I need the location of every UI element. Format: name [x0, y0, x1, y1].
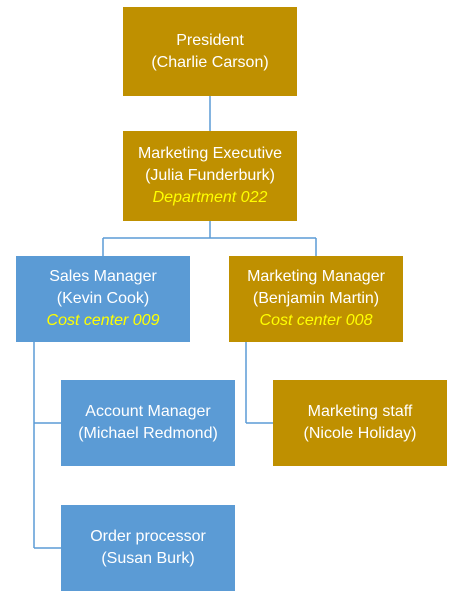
node-title: Marketing Manager [247, 268, 385, 285]
node-marketing-manager: Marketing Manager (Benjamin Martin) Cost… [229, 256, 403, 342]
node-person: (Kevin Cook) [56, 290, 150, 307]
node-order-processor: Order processor (Susan Burk) [61, 505, 235, 591]
node-person: (Charlie Carson) [151, 53, 269, 71]
node-unit: Cost center 009 [46, 312, 160, 329]
node-title: Sales Manager [49, 268, 157, 285]
node-person: (Julia Funderburk) [145, 167, 275, 184]
node-unit: Department 022 [152, 189, 268, 206]
node-title: President [176, 31, 244, 49]
node-unit: Cost center 008 [259, 312, 373, 329]
node-marketing-staff: Marketing staff (Nicole Holiday) [273, 380, 447, 466]
node-person: (Nicole Holiday) [303, 425, 417, 442]
node-president: President (Charlie Carson) [123, 7, 297, 96]
node-person: (Susan Burk) [101, 550, 195, 567]
node-marketing-executive: Marketing Executive (Julia Funderburk) D… [123, 131, 297, 221]
node-title: Order processor [90, 528, 206, 545]
node-sales-manager: Sales Manager (Kevin Cook) Cost center 0… [16, 256, 190, 342]
node-person: (Michael Redmond) [78, 425, 218, 442]
node-title: Marketing staff [307, 403, 413, 420]
node-title: Account Manager [85, 403, 211, 420]
node-account-manager: Account Manager (Michael Redmond) [61, 380, 235, 466]
node-person: (Benjamin Martin) [252, 290, 380, 307]
node-title: Marketing Executive [137, 145, 283, 162]
